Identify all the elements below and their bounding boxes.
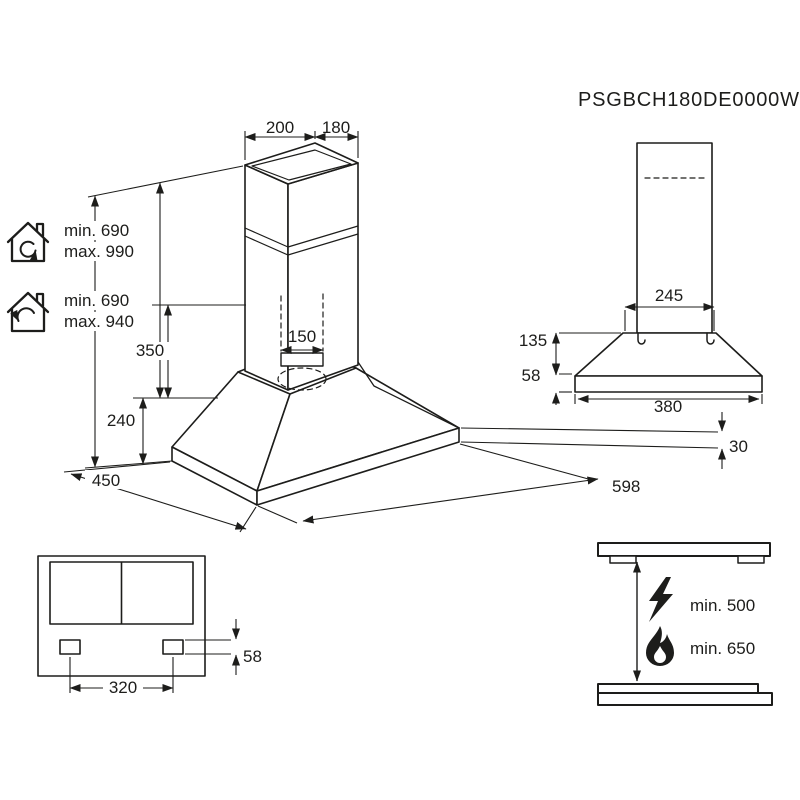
- front-dim-canopy-height-label: 135: [519, 331, 547, 350]
- house-extraction-icon: [6, 291, 50, 333]
- extraction-min-label: min. 690: [64, 291, 129, 310]
- front-canopy: [574, 332, 763, 377]
- recirculation-max-label: max. 990: [64, 242, 134, 261]
- dim-rim-label: 30: [729, 437, 748, 456]
- clearance-hood-lip-left: [609, 555, 637, 564]
- hob-base-bar: [597, 692, 773, 706]
- lamp-left: [59, 639, 81, 655]
- gas-clearance-label: min. 650: [690, 639, 755, 658]
- hob-top-bar: [597, 683, 759, 694]
- dim-width-label: 598: [612, 477, 640, 496]
- bottom-view: [37, 555, 206, 677]
- bottom-dim-edge-label: 58: [243, 647, 262, 666]
- canopy-back-edge: [357, 361, 460, 429]
- front-dim-rim-label: 58: [522, 366, 541, 385]
- dim-top-width-label: 200: [266, 118, 294, 137]
- front-dim-base-width-label: 380: [654, 397, 682, 416]
- lightning-icon: [649, 577, 673, 622]
- clearance-hood-bar: [597, 542, 771, 557]
- bottom-dim-spacing-label: 320: [109, 678, 137, 697]
- model-code: PSGBCH180DE0000W: [578, 89, 800, 111]
- dim-outlet-label: 150: [288, 327, 316, 346]
- clearance-hood-lip-right: [737, 555, 765, 564]
- dim-depth-label: 450: [92, 471, 120, 490]
- lamp-right: [162, 639, 184, 655]
- electric-clearance-label: min. 500: [690, 596, 755, 615]
- duct-outlet: [280, 352, 324, 367]
- clearance-view: [597, 542, 773, 706]
- chimney-top-inner: [251, 149, 352, 181]
- duct-circle-hidden: [277, 367, 327, 391]
- house-recirculation-icon: [6, 221, 50, 263]
- dim-lower-chimney-label: 350: [136, 341, 164, 360]
- front-view: [574, 142, 763, 393]
- dim-canopy-height-label: 240: [107, 411, 135, 430]
- extraction-max-label: max. 940: [64, 312, 134, 331]
- front-rim-band: [574, 375, 763, 393]
- recirculation-min-label: min. 690: [64, 221, 129, 240]
- dimension-lines: [63, 131, 763, 693]
- chimney-telescopic-seam: [244, 225, 359, 256]
- dimension-labels: PSGBCH180DE0000W 200 180 min. 690 max. 9…: [64, 89, 800, 697]
- hanging-hook-icon: [637, 332, 715, 345]
- front-dim-top-width-label: 245: [655, 286, 683, 305]
- front-chimney: [636, 142, 713, 334]
- perspective-view: [171, 142, 460, 506]
- dim-top-depth-label: 180: [322, 118, 350, 137]
- flame-inner-drop: [654, 646, 666, 663]
- label-backgrounds: [60, 221, 170, 697]
- duct-hidden-lines: [280, 293, 324, 352]
